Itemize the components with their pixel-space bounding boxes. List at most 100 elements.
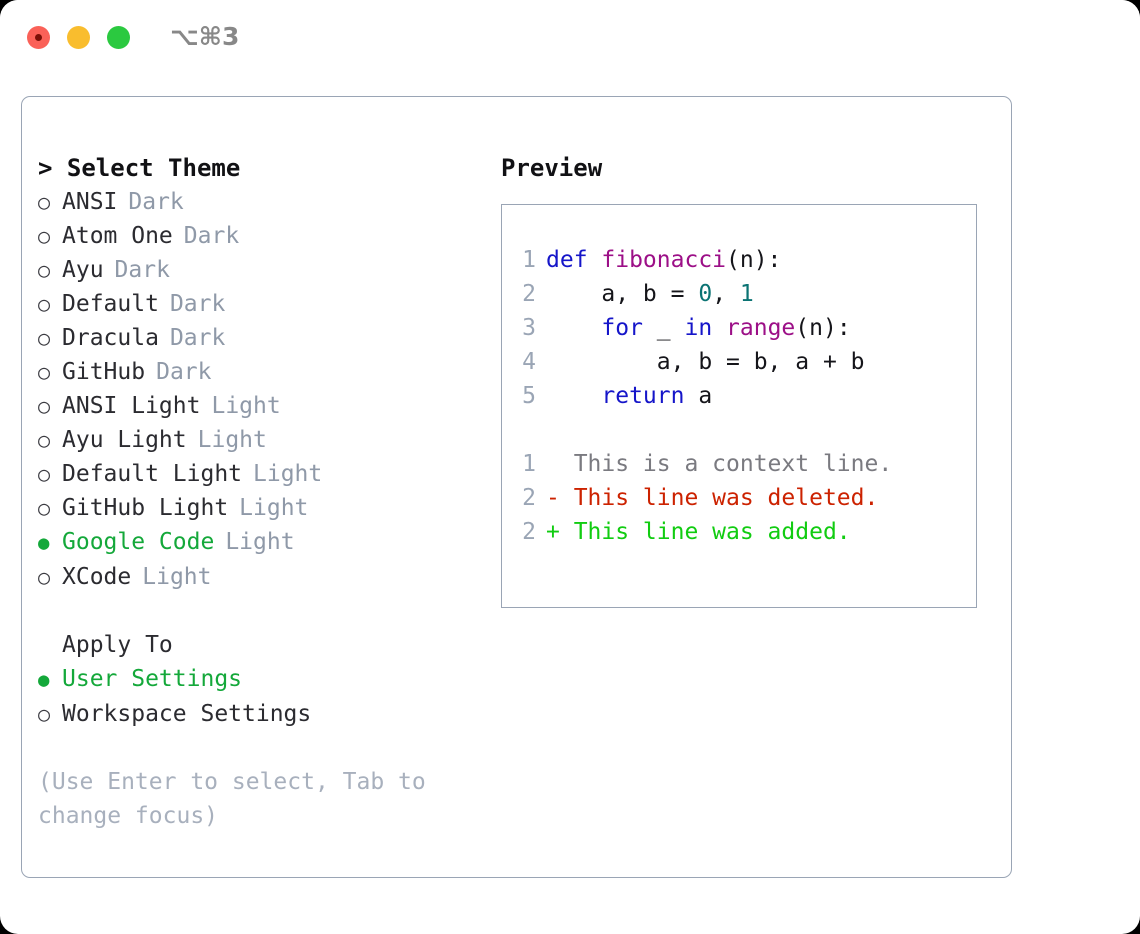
radio-unselected-icon: ○ [38, 496, 51, 520]
line-number: 5 [522, 383, 536, 409]
radio-unselected-icon: ○ [38, 292, 51, 316]
code-token: for [601, 315, 643, 341]
theme-variant-badge: Light [225, 529, 295, 555]
theme-name: GitHub [62, 359, 146, 385]
theme-option[interactable]: ● Google Code Light [38, 525, 478, 560]
code-token: in [684, 315, 713, 341]
code-line: 2 a, b = 0, 1 [514, 277, 892, 311]
radio-selected-icon: ● [38, 532, 50, 554]
minimize-button[interactable] [67, 26, 90, 49]
diff-line: 2 + This line was added. [514, 515, 892, 549]
theme-variant-badge: Dark [114, 257, 170, 283]
code-spacer [514, 413, 892, 447]
theme-name: Default Light [62, 461, 243, 487]
apply-to-option[interactable]: ●User Settings [38, 662, 478, 697]
theme-variant-badge: Dark [169, 291, 226, 317]
code-token: def [546, 247, 602, 273]
code-line: 3 for _ in range(n): [514, 311, 892, 345]
theme-variant-badge: Dark [183, 223, 240, 249]
code-line: 5 return a [514, 379, 892, 413]
theme-variant-badge: Dark [169, 325, 226, 351]
theme-variant-badge: Light [239, 495, 309, 521]
code-token: (n): [726, 247, 782, 273]
radio-unselected-icon: ○ [38, 190, 51, 214]
theme-name: ANSI [62, 189, 118, 215]
line-number: 2 [522, 519, 536, 545]
radio-unselected-icon: ○ [38, 258, 51, 282]
theme-variant-badge: Dark [156, 359, 212, 385]
diff-text: + This line was added. [546, 519, 851, 545]
theme-variant-badge: Light [253, 461, 323, 487]
apply-to-label: User Settings [62, 666, 243, 692]
zoom-button[interactable] [107, 26, 130, 49]
code-token: 0 [698, 281, 713, 307]
theme-name: Ayu [62, 257, 104, 283]
keyboard-hint-text: (Use Enter to select, Tab to change focu… [38, 769, 440, 829]
theme-name: XCode [62, 564, 132, 590]
line-number: 4 [522, 349, 536, 375]
close-button[interactable] [27, 26, 50, 49]
theme-variant-badge: Light [211, 393, 281, 419]
diff-text: - This line was deleted. [546, 485, 879, 511]
radio-unselected-icon: ○ [38, 462, 51, 486]
code-token: a, b = b, a + b [546, 349, 865, 375]
theme-option[interactable]: ○ Default Light Light [38, 457, 478, 491]
theme-name: ANSI Light [62, 393, 201, 419]
apply-to-heading: Apply To [62, 632, 173, 658]
line-number: 2 [522, 281, 536, 307]
diff-text: This is a context line. [546, 451, 893, 477]
theme-option[interactable]: ○ Ayu Dark [38, 253, 478, 287]
radio-unselected-icon: ○ [38, 224, 51, 248]
theme-option[interactable]: ○ ANSI Light Light [38, 389, 478, 423]
diff-line: 1 This is a context line. [514, 447, 892, 481]
code-token: range [726, 315, 796, 341]
spacer [38, 594, 478, 628]
theme-variant-badge: Dark [128, 189, 184, 215]
theme-name: Default [62, 291, 159, 317]
theme-name: Google Code [62, 529, 215, 555]
theme-option[interactable]: ○ ANSI Dark [38, 185, 478, 219]
code-line: 1 def fibonacci(n): [514, 243, 892, 277]
radio-unselected-icon: ○ [38, 394, 51, 418]
select-theme-heading: > Select Theme [38, 154, 241, 182]
line-number: 3 [522, 315, 536, 341]
code-line: 4 a, b = b, a + b [514, 345, 892, 379]
code-token: _ [642, 315, 685, 341]
theme-variant-badge: Light [142, 564, 212, 590]
code-token: a [684, 383, 713, 409]
code-token: (n): [795, 315, 851, 341]
radio-unselected-icon: ○ [38, 360, 51, 384]
apply-to-option[interactable]: ○Workspace Settings [38, 697, 478, 731]
keyboard-shortcut-label: ⌥⌘3 [170, 22, 240, 51]
theme-option[interactable]: ○ Default Dark [38, 287, 478, 321]
code-token: fibonacci [601, 247, 727, 273]
theme-name: Dracula [62, 325, 159, 351]
theme-option[interactable]: ○ Atom One Dark [38, 219, 478, 253]
radio-unselected-icon: ○ [38, 428, 51, 452]
theme-option[interactable]: ○ GitHub Dark [38, 355, 478, 389]
apply-to-list[interactable]: ●User Settings○Workspace Settings [38, 662, 478, 731]
diff-line: 2- This line was deleted. [514, 481, 892, 515]
line-number: 1 [522, 247, 536, 273]
theme-name: Atom One [62, 223, 173, 249]
title-bar: ⌥⌘3 [0, 0, 1140, 76]
code-token: return [601, 383, 685, 409]
preview-heading: Preview [501, 154, 603, 182]
code-token: 1 [739, 281, 754, 307]
code-token [546, 383, 601, 409]
traffic-light-buttons [27, 26, 130, 49]
theme-name: Ayu Light [62, 427, 187, 453]
code-token: a, b = [546, 281, 699, 307]
code-token [712, 315, 726, 341]
